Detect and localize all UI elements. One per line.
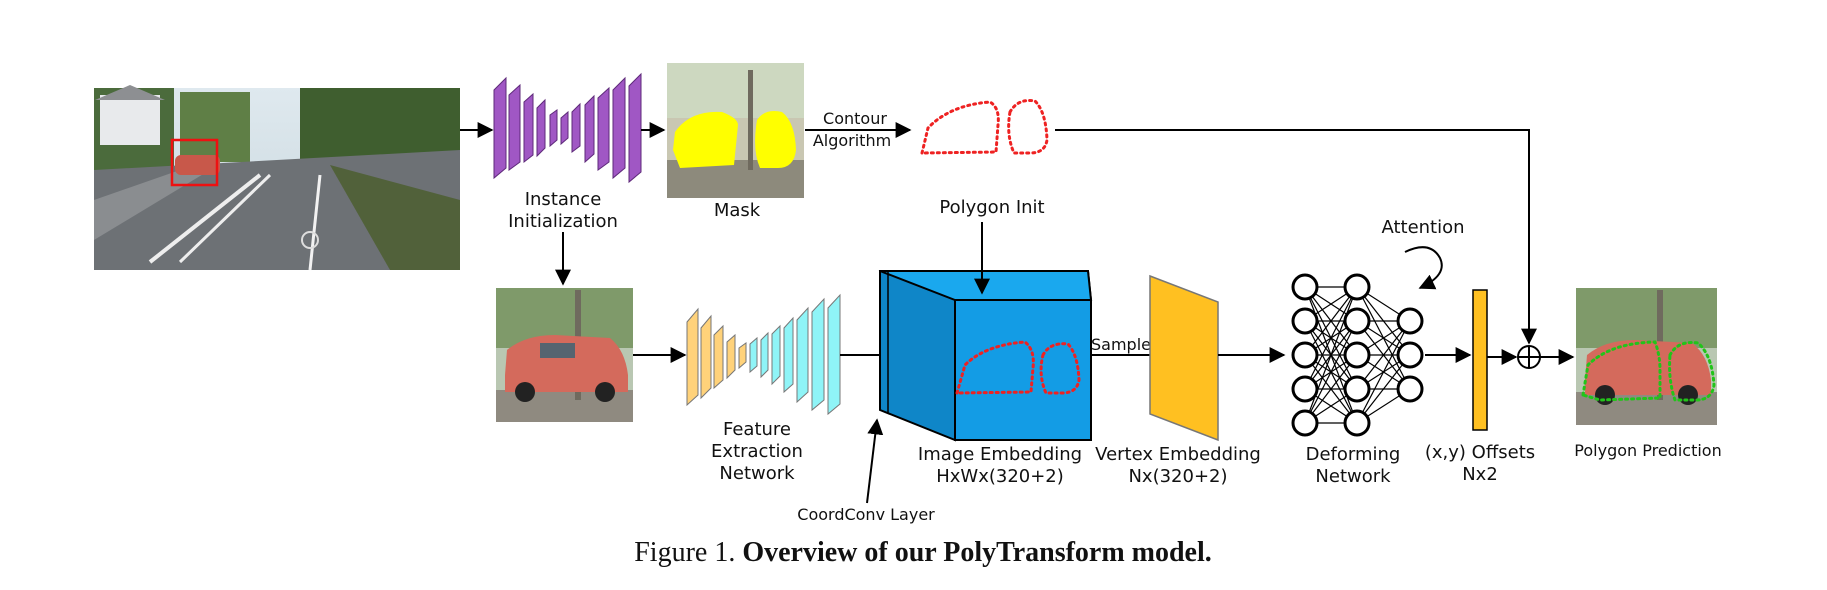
contour-algorithm-label-1: Contour xyxy=(823,109,887,128)
network-node xyxy=(1291,409,1319,437)
network-edge xyxy=(1304,286,1358,356)
network-edge xyxy=(1304,354,1358,424)
network-node xyxy=(1396,307,1424,335)
vertex-embedding-label-1: Vertex Embedding xyxy=(1095,444,1261,465)
feature-extraction-label-1: Feature xyxy=(723,419,791,440)
attention-loop-arrow xyxy=(1404,246,1443,290)
instance-initialization-label-2: Initialization xyxy=(508,211,618,232)
network-edge xyxy=(1304,286,1358,390)
offsets-label-2: Nx2 xyxy=(1462,464,1498,485)
network-edge xyxy=(1304,286,1358,424)
arrow-contour-to-plus xyxy=(1055,129,1537,345)
arrow-coordconv xyxy=(866,418,884,504)
mask-image xyxy=(667,63,804,198)
vertex-embedding-slab xyxy=(1149,274,1219,442)
feature-extraction-label-2: Extraction xyxy=(711,441,803,462)
network-node xyxy=(1343,375,1371,403)
embedding-contour-polygon xyxy=(955,340,1081,395)
image-embedding-cube xyxy=(878,270,1093,442)
detection-box xyxy=(170,138,219,187)
feature-extraction-label-3: Network xyxy=(719,463,795,484)
network-edge xyxy=(1356,320,1411,390)
caption-prefix: Figure 1. xyxy=(634,537,742,568)
attention-label: Attention xyxy=(1381,217,1464,238)
cropped-car-image xyxy=(496,288,633,422)
caption-title: Overview of our PolyTransform model. xyxy=(742,537,1211,568)
input-street-image xyxy=(94,85,460,271)
network-node xyxy=(1343,307,1371,335)
network-node xyxy=(1291,273,1319,301)
network-node xyxy=(1291,341,1319,369)
network-node xyxy=(1291,307,1319,335)
network-edge xyxy=(1304,320,1358,424)
feature-extraction-network xyxy=(686,293,841,416)
vertex-embedding-label-2: Nx(320+2) xyxy=(1128,466,1227,487)
deforming-network-nodes xyxy=(1291,273,1424,437)
deforming-network-label-2: Network xyxy=(1315,466,1391,487)
image-embedding-label-1: Image Embedding xyxy=(918,444,1082,465)
polygon-prediction-image xyxy=(1576,288,1717,425)
network-node xyxy=(1396,375,1424,403)
sample-label: Sample xyxy=(1091,335,1151,354)
instance-initialization-label-1: Instance xyxy=(525,189,602,210)
image-embedding-label-2: HxWx(320+2) xyxy=(936,466,1064,487)
initial-contour-polygon xyxy=(920,99,1049,155)
network-node xyxy=(1396,341,1424,369)
offsets-label-1: (x,y) Offsets xyxy=(1425,442,1535,463)
coordconv-label: CoordConv Layer xyxy=(797,505,935,524)
figure-caption: Figure 1. Overview of our PolyTransform … xyxy=(634,537,1212,568)
network-edge xyxy=(1356,354,1411,424)
network-node xyxy=(1343,273,1371,301)
contour-algorithm-label-2: Algorithm xyxy=(813,131,891,150)
offsets-bar xyxy=(1472,289,1488,431)
polygon-init-label: Polygon Init xyxy=(939,197,1044,218)
instance-initialization-network xyxy=(493,72,642,184)
network-edge xyxy=(1356,320,1411,424)
network-node xyxy=(1343,341,1371,369)
network-node xyxy=(1291,375,1319,403)
network-node xyxy=(1343,409,1371,437)
polygon-prediction-label: Polygon Prediction xyxy=(1574,441,1721,460)
deforming-network-label-1: Deforming xyxy=(1306,444,1401,465)
plus-operator-icon xyxy=(1517,345,1541,369)
mask-label: Mask xyxy=(714,200,761,221)
